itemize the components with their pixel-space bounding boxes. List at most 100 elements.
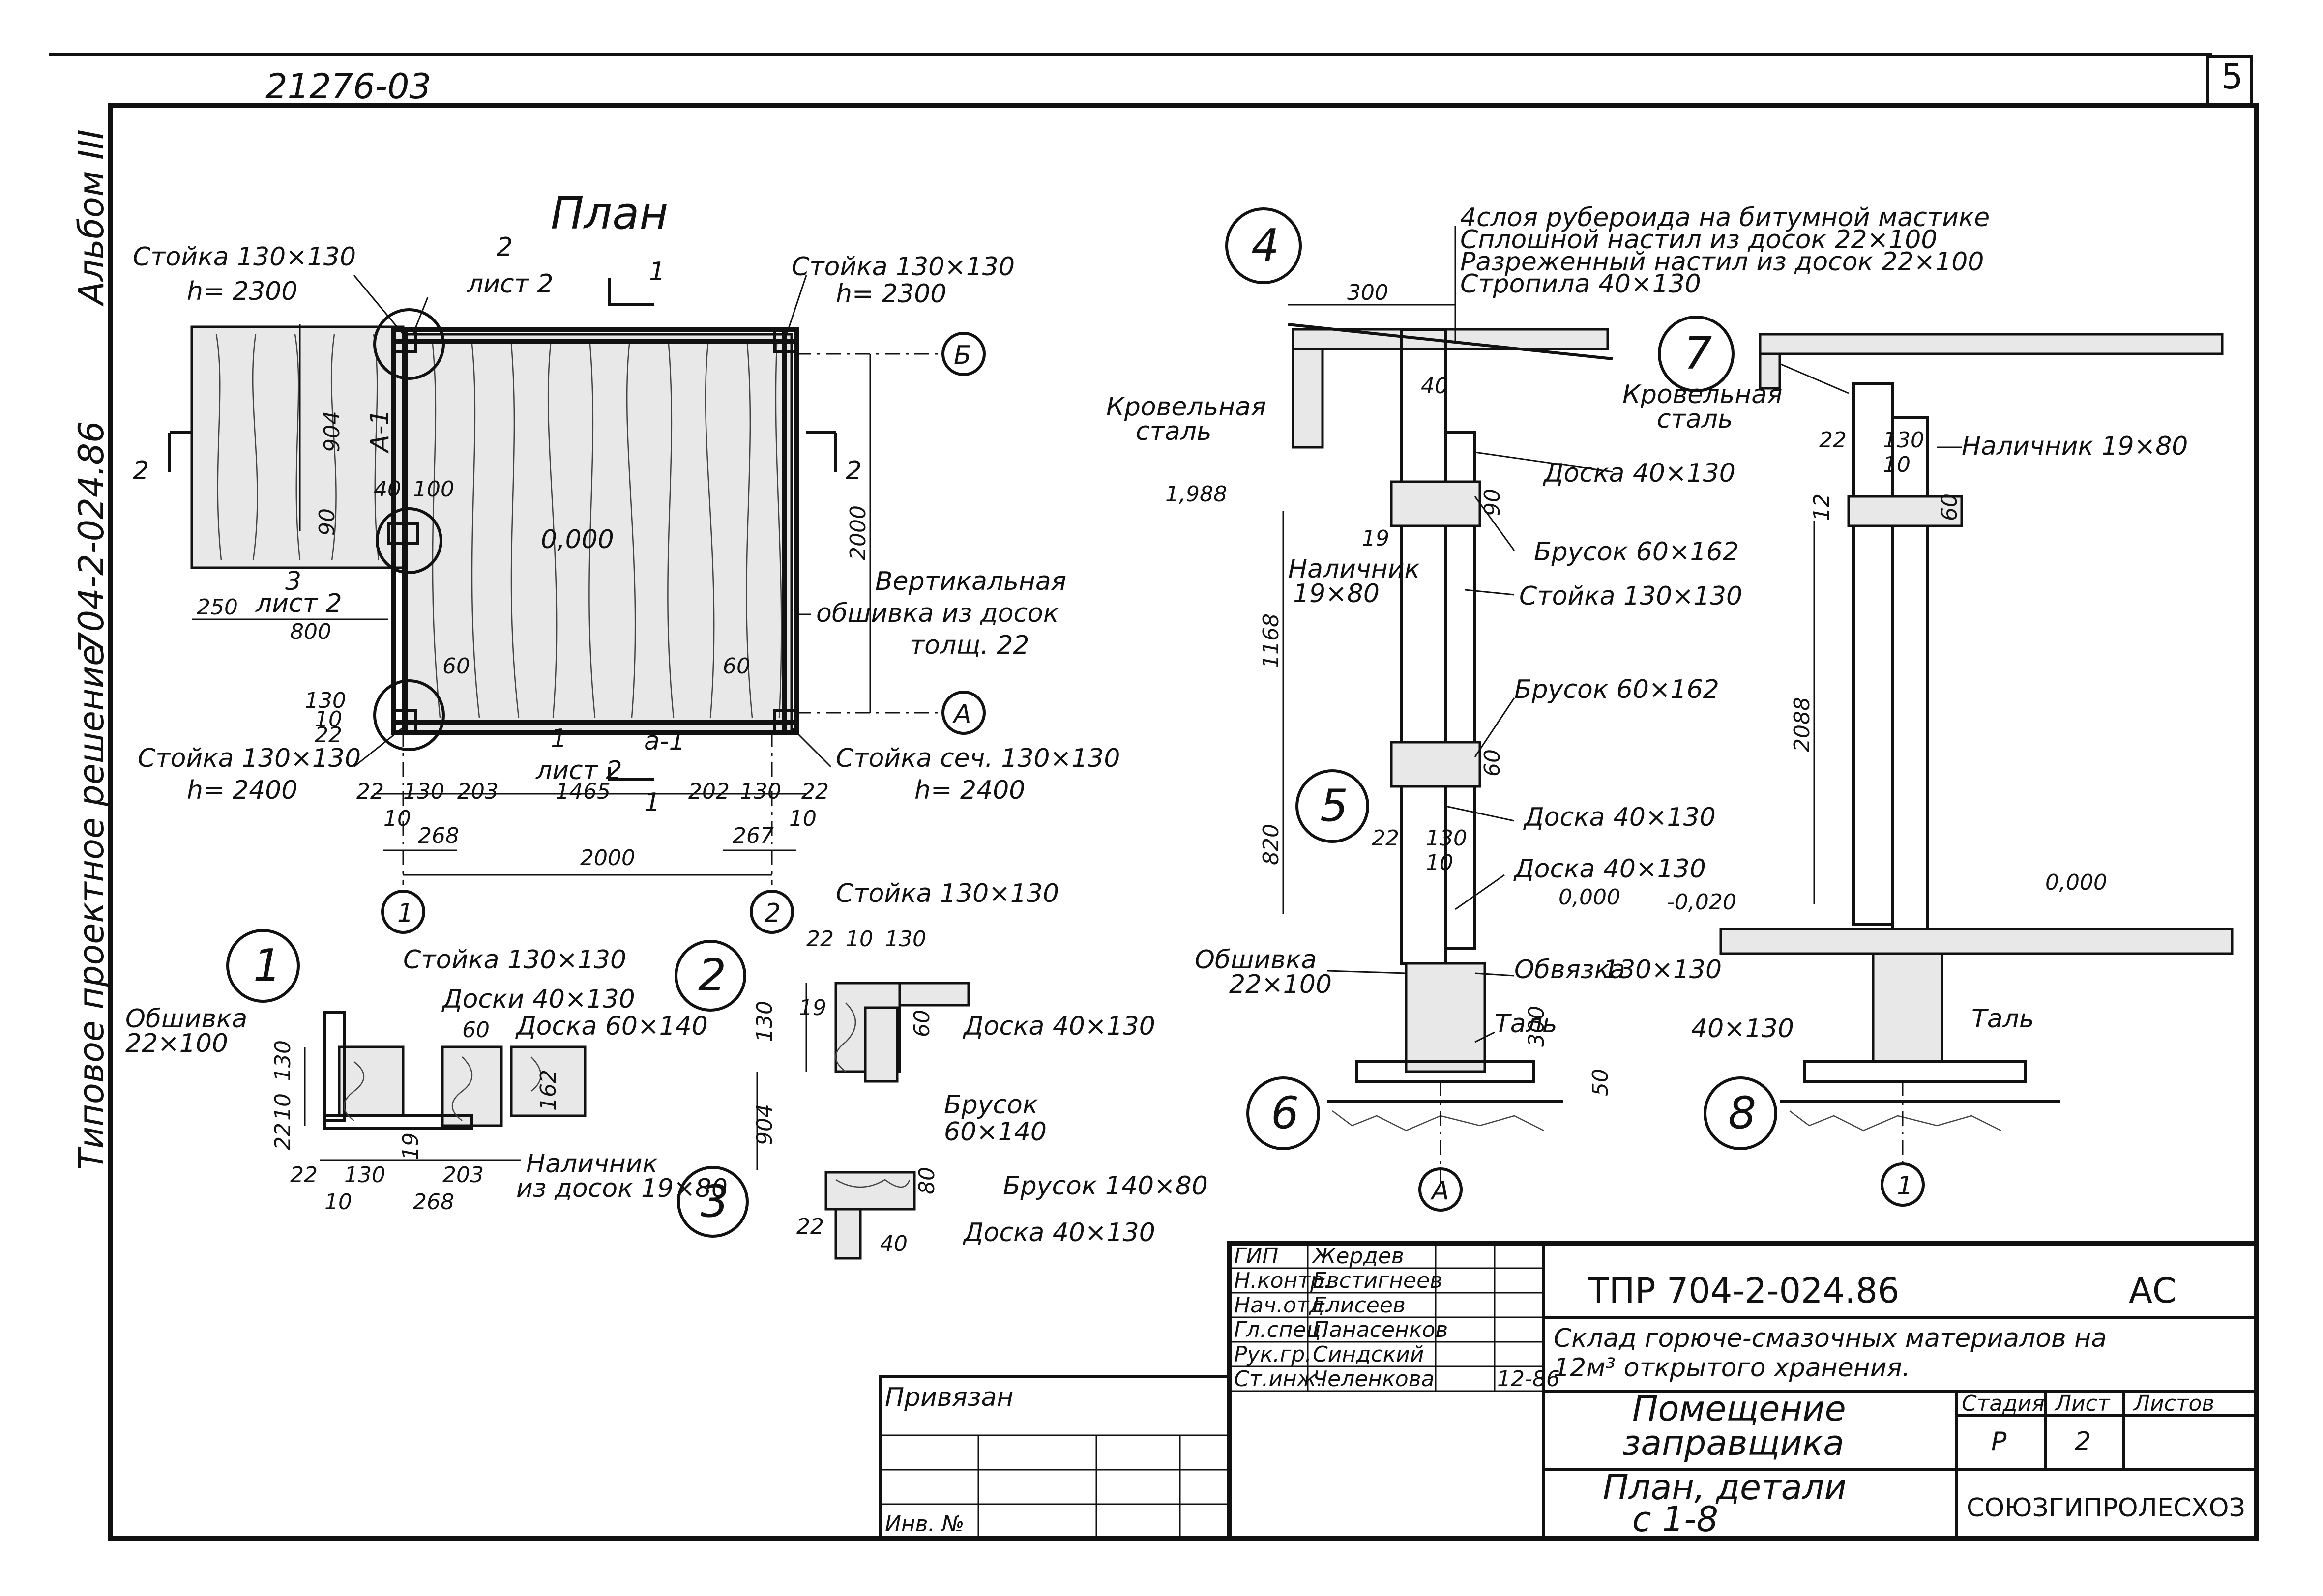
plan-cladding-2: обшивка из досок bbox=[816, 599, 1059, 628]
detail-1-d19: 19 bbox=[398, 1132, 423, 1160]
section-7-8-labels: 7 8 Кровельная сталь Наличник 19×80 22 1… bbox=[1622, 328, 2188, 1201]
doc-mark: АС bbox=[2129, 1271, 2176, 1311]
object-1: Склад горюче-смазочных материалов на bbox=[1554, 1324, 2107, 1353]
section-4-axis-a: А bbox=[1430, 1176, 1449, 1206]
roof-spec-1: 4слоя рубероида на битумной мастике bbox=[1460, 203, 1990, 232]
room-2: заправщика bbox=[1622, 1423, 1844, 1463]
name-5: Синдский bbox=[1313, 1342, 1424, 1367]
plan-cut-1-top: 1 bbox=[649, 257, 665, 287]
detail-2 bbox=[675, 940, 970, 1170]
dim-203: 203 bbox=[457, 779, 499, 804]
detail-3-d80: 80 bbox=[914, 1167, 940, 1194]
section-8-num: 8 bbox=[1728, 1087, 1756, 1139]
plan-post-tl-h: h= 2300 bbox=[187, 277, 297, 306]
detail-2-d10: 10 bbox=[846, 927, 873, 952]
doc-code: ТПР 704-2-024.86 bbox=[1588, 1271, 1899, 1311]
detail-3-d22: 22 bbox=[796, 1214, 824, 1239]
detail-1-cladding-size: 22×100 bbox=[125, 1029, 228, 1058]
section-4-cladding-size: 22×100 bbox=[1229, 970, 1332, 999]
dim-800: 800 bbox=[290, 619, 331, 644]
title-block bbox=[879, 1241, 2259, 1541]
dim-22c: 22 bbox=[315, 723, 342, 748]
detail-3-d40: 40 bbox=[880, 1231, 908, 1256]
detail-1-d60: 60 bbox=[462, 1017, 490, 1043]
detail-1-d268: 268 bbox=[413, 1190, 454, 1215]
detail-1-d22v: 22 bbox=[270, 1123, 295, 1150]
section-4-cladding: Обшивка bbox=[1195, 945, 1317, 975]
detail-2-d130: 130 bbox=[885, 927, 926, 952]
dim-10a: 10 bbox=[383, 806, 411, 831]
detail-1-d130: 130 bbox=[344, 1162, 385, 1188]
detail-3-beam: Брусок 140×80 bbox=[1003, 1171, 1208, 1201]
dim-1465: 1465 bbox=[556, 779, 611, 804]
project-number: 704-2-024.86 bbox=[71, 421, 112, 654]
dim-90: 90 bbox=[315, 508, 340, 536]
detail-3 bbox=[677, 1166, 916, 1260]
role-5: Рук.гр. bbox=[1234, 1342, 1312, 1367]
plan-view bbox=[168, 275, 986, 934]
roof-spec-2: Сплошной настил из досок 22×100 bbox=[1460, 225, 1937, 255]
dim-60a: 60 bbox=[442, 654, 470, 679]
roof-spec-4: Стропила 40×130 bbox=[1460, 269, 1701, 299]
detail-1-d10v: 10 bbox=[270, 1093, 295, 1121]
name-3: Елисеев bbox=[1313, 1293, 1406, 1318]
plan-axis-2: 2 bbox=[765, 899, 781, 928]
plan-axis-1: 1 bbox=[397, 899, 413, 928]
detail-2-beam-size: 60×140 bbox=[944, 1117, 1047, 1147]
name-4: Панасенков bbox=[1313, 1317, 1448, 1342]
dim-904: 904 bbox=[320, 411, 345, 452]
album-label: Альбом III bbox=[71, 129, 112, 307]
dim-130a: 130 bbox=[403, 779, 444, 804]
section-4-roof-steel-2: сталь bbox=[1136, 417, 1212, 446]
detail-1-d203: 203 bbox=[442, 1162, 484, 1188]
plan-post-bl-h: h= 2400 bbox=[187, 776, 297, 805]
section-7-trim: Наличник 19×80 bbox=[1962, 432, 2188, 461]
dim-60b: 60 bbox=[723, 654, 750, 679]
detail-1-d22: 22 bbox=[290, 1162, 318, 1188]
date: 12-86 bbox=[1497, 1366, 1560, 1392]
section-7-d10: 10 bbox=[1883, 452, 1911, 477]
plan-node3-sheet: лист 2 bbox=[255, 589, 342, 618]
name-2: Евстигнеев bbox=[1313, 1268, 1442, 1293]
role-2: Н.контр. bbox=[1234, 1268, 1331, 1293]
name-1: Жердев bbox=[1311, 1244, 1404, 1269]
role-3: Нач.отд. bbox=[1234, 1293, 1331, 1318]
detail-2-d22: 22 bbox=[806, 927, 834, 952]
plan-node2-num: 2 bbox=[497, 232, 513, 262]
plan-cut-1-bottom: 1 bbox=[644, 788, 660, 817]
section-7-d130: 130 bbox=[1883, 428, 1924, 453]
room-1: Помещение bbox=[1632, 1389, 1846, 1429]
dim-130b: 130 bbox=[740, 779, 781, 804]
section-4-d90: 90 bbox=[1480, 489, 1505, 516]
detail-2-d19: 19 bbox=[799, 995, 826, 1020]
section-7-d22: 22 bbox=[1819, 428, 1847, 453]
dim-268: 268 bbox=[418, 823, 459, 848]
plan-cut-2-right: 2 bbox=[846, 456, 862, 486]
dim-22b: 22 bbox=[801, 779, 829, 804]
plan-section-a1: а-1 bbox=[644, 726, 685, 756]
section-4-6-labels: 4 5 6 4слоя рубероида на битумной мастик… bbox=[1106, 203, 1990, 1206]
section-7-d12: 12 bbox=[1809, 493, 1834, 521]
plan-post-tr: Стойка 130×130 bbox=[792, 252, 1015, 282]
stage-header: Стадия bbox=[1962, 1391, 2045, 1416]
detail-1-d162: 162 bbox=[536, 1070, 561, 1111]
plan-axis-b: Б bbox=[954, 341, 971, 370]
section-4-tal: Таль bbox=[1495, 1009, 1558, 1039]
plan-labels: План Стойка 130×130 h= 2300 Стойка 130×1… bbox=[133, 188, 1120, 928]
page-number: 5 bbox=[2221, 57, 2243, 97]
object-2: 12м³ открытого хранения. bbox=[1554, 1353, 1910, 1383]
role-1: ГИП bbox=[1234, 1244, 1279, 1269]
stage-value: Р bbox=[1991, 1427, 2007, 1456]
detail-1-post: Стойка 130×130 bbox=[403, 945, 626, 975]
detail-1-board60: Доска 60×140 bbox=[515, 1012, 708, 1041]
detail-3-board: Доска 40×130 bbox=[963, 1218, 1155, 1248]
role-6: Ст.инж. bbox=[1234, 1366, 1323, 1392]
detail-3-num: 3 bbox=[701, 1176, 729, 1227]
detail-2-d60: 60 bbox=[910, 1010, 935, 1037]
dim-250: 250 bbox=[197, 595, 238, 620]
plan-node2-sheet: лист 2 bbox=[467, 269, 554, 299]
section-4-post: Стойка 130×130 bbox=[1519, 581, 1742, 611]
section-7-d2088: 2088 bbox=[1790, 697, 1815, 752]
binding-label: Привязан bbox=[885, 1383, 1013, 1412]
detail-1-trim: Наличник bbox=[526, 1149, 658, 1179]
